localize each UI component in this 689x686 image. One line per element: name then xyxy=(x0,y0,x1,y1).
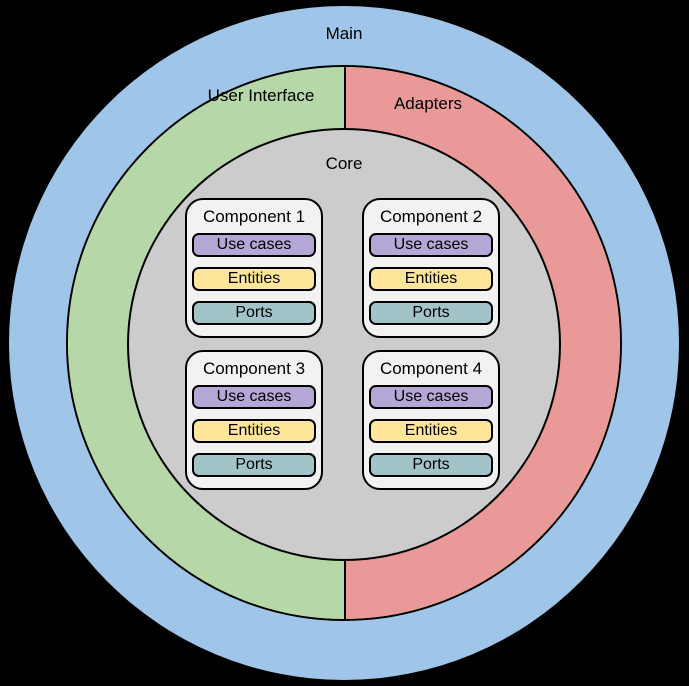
component-2-use-cases-box: Use cases xyxy=(369,233,493,257)
component-3-use-cases-box: Use cases xyxy=(192,385,316,409)
component-3-card: Component 3 Use cases Entities Ports xyxy=(185,350,323,490)
component-4-ports-box: Ports xyxy=(369,453,493,477)
component-1-entities-box: Entities xyxy=(192,267,316,291)
component-1-use-cases-box: Use cases xyxy=(192,233,316,257)
component-3-entities-box: Entities xyxy=(192,419,316,443)
component-4-entities-box: Entities xyxy=(369,419,493,443)
component-2-title: Component 2 xyxy=(379,207,483,226)
user-interface-label: User Interface xyxy=(207,86,315,105)
component-4-title: Component 4 xyxy=(379,359,483,378)
component-3-title: Component 3 xyxy=(202,359,306,378)
component-4-card: Component 4 Use cases Entities Ports xyxy=(362,350,500,490)
component-1-card: Component 1 Use cases Entities Ports xyxy=(185,198,323,338)
component-1-title: Component 1 xyxy=(202,207,306,226)
component-2-entities-box: Entities xyxy=(369,267,493,291)
component-2-card: Component 2 Use cases Entities Ports xyxy=(362,198,500,338)
main-label: Main xyxy=(325,24,363,43)
core-label: Core xyxy=(325,154,363,173)
component-3-ports-box: Ports xyxy=(192,453,316,477)
component-4-use-cases-box: Use cases xyxy=(369,385,493,409)
core-circle xyxy=(127,128,561,561)
adapters-label: Adapters xyxy=(393,94,463,113)
component-1-ports-box: Ports xyxy=(192,301,316,325)
component-2-ports-box: Ports xyxy=(369,301,493,325)
